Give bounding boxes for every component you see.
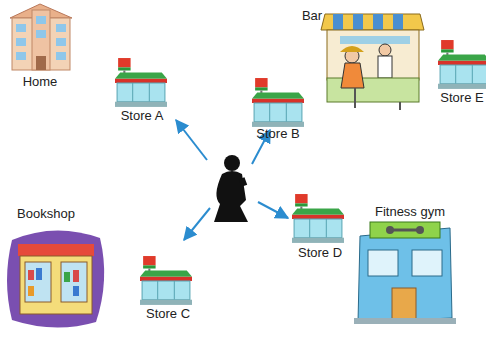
bar-wall [327, 30, 419, 80]
window [16, 24, 26, 32]
place-label: Store C [146, 306, 190, 321]
gym-window [368, 250, 398, 276]
window [36, 16, 46, 24]
tower [32, 10, 50, 70]
shop-window [61, 262, 87, 302]
bookshop-backdrop [7, 230, 104, 327]
customer-dress [341, 63, 364, 88]
place-label: Store A [121, 108, 164, 123]
window [16, 38, 26, 46]
book [73, 270, 79, 282]
window [16, 52, 26, 60]
phone [239, 177, 247, 187]
window [36, 30, 46, 38]
window [56, 24, 66, 32]
dumbbell [390, 229, 420, 232]
shelf [340, 36, 410, 44]
place-label: Store E [440, 90, 483, 105]
book [28, 286, 34, 296]
person-silhouette [214, 155, 248, 222]
place-label: Bookshop [17, 206, 75, 221]
gym-window [412, 250, 442, 276]
gym-sign [370, 222, 440, 238]
stool [354, 88, 356, 108]
bookshop-illustration [7, 230, 104, 327]
bookshop-sign [18, 244, 94, 256]
bartender-body [378, 56, 392, 78]
home-building [10, 4, 72, 70]
person-body [214, 171, 248, 222]
place-label: Store D [298, 245, 342, 260]
gym-illustration [354, 222, 456, 324]
gym-door [392, 288, 416, 320]
window [56, 52, 66, 60]
person-head [224, 155, 240, 171]
door [36, 56, 46, 70]
arrow [258, 202, 288, 218]
place-label: Fitness gym [375, 204, 445, 219]
arrow [176, 120, 207, 160]
window [56, 38, 66, 46]
store-icon [115, 58, 167, 107]
awning-stripe [333, 14, 343, 30]
bookshop-front [20, 256, 92, 314]
dumbbell-weight [416, 226, 424, 234]
book [36, 268, 42, 280]
place-label: Home [23, 74, 58, 89]
store-icon [292, 194, 344, 243]
bar-illustration [321, 14, 424, 110]
customer-hat [340, 46, 364, 52]
book [64, 272, 70, 282]
gym-wall [358, 228, 452, 322]
shop-window [25, 262, 51, 302]
gym-base [354, 318, 456, 324]
place-label: Bar [302, 8, 322, 23]
awning-stripe [353, 14, 363, 30]
book [73, 286, 79, 296]
dumbbell-weight [386, 226, 394, 234]
arrow [184, 208, 210, 240]
awning-stripe [373, 14, 383, 30]
store-icon [438, 40, 486, 89]
counter [327, 78, 419, 102]
bartender-head [379, 44, 391, 56]
store-icon [252, 78, 304, 127]
awning [321, 14, 424, 30]
stool [399, 102, 401, 110]
store-icon [140, 256, 192, 305]
place-label: Store B [256, 126, 299, 141]
book [28, 270, 34, 280]
awning-stripe [393, 14, 403, 30]
